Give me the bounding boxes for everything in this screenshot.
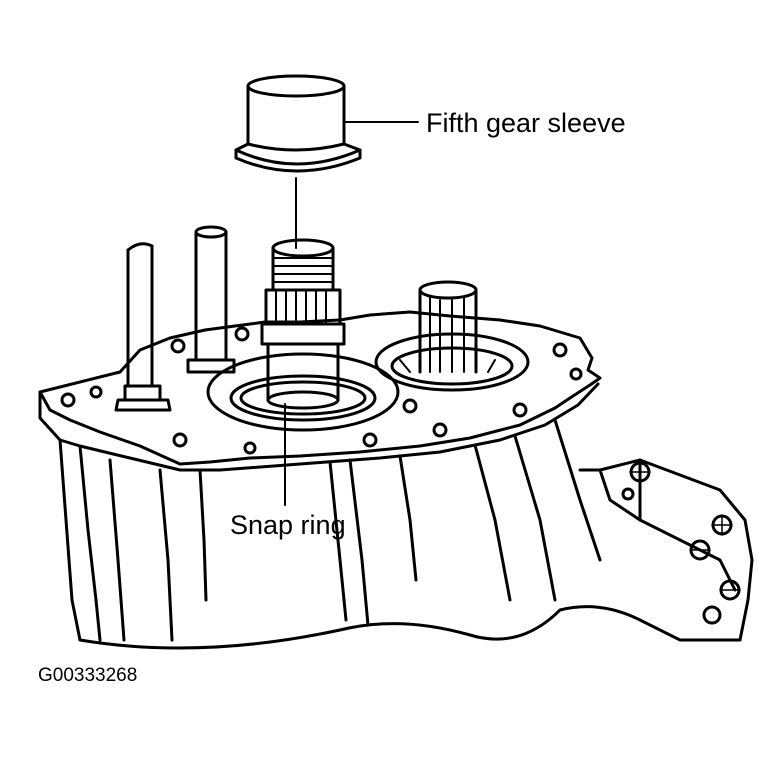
extension-bolts bbox=[621, 461, 741, 625]
shift-rails bbox=[114, 225, 236, 412]
counter-shaft bbox=[374, 280, 530, 392]
snap-ring-label: Snap ring bbox=[230, 510, 346, 540]
figure-id: G00333268 bbox=[38, 665, 138, 686]
fifth-gear-sleeve bbox=[234, 74, 362, 173]
main-shaft bbox=[206, 238, 400, 432]
transmission-case bbox=[38, 310, 754, 650]
leader-lines bbox=[284, 121, 419, 506]
flange-bolt-holes bbox=[60, 326, 583, 455]
fifth-gear-sleeve-label: Fifth gear sleeve bbox=[426, 108, 626, 138]
